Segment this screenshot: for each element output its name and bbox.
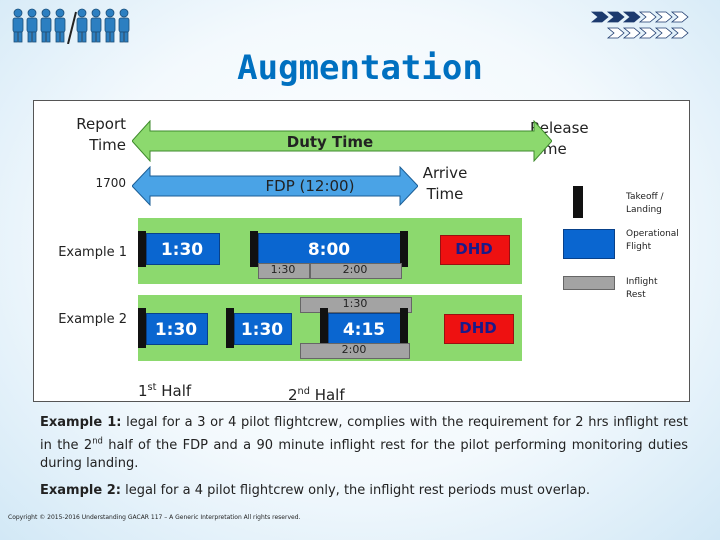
note-example1-text: legal for a 3 or 4 pilot flightcrew, com… bbox=[40, 415, 688, 472]
duty-time-label: Duty Time bbox=[286, 133, 374, 151]
copyright-text: Copyright © 2015-2016 Understanding GACA… bbox=[8, 514, 301, 521]
example2-seg-c bbox=[328, 313, 402, 345]
example1-rest-b bbox=[310, 263, 402, 279]
example1-seg-a bbox=[146, 233, 220, 265]
start-time-label: 1700 bbox=[95, 176, 126, 190]
example2-seg-c-label: 4:15 bbox=[342, 320, 386, 340]
example1-rest-a bbox=[258, 263, 310, 279]
second-half-text: 2nd Half bbox=[288, 386, 345, 404]
example2-label: Example 2 bbox=[58, 312, 127, 327]
legend-operational-label: Operational Flight bbox=[626, 229, 679, 252]
example1-rest-a-label: 1:30 bbox=[270, 263, 296, 276]
example1-dhd-label: DHD bbox=[455, 240, 493, 258]
example2-seg-a-label: 1:30 bbox=[154, 320, 198, 340]
note-example1: Example 1: legal for a 3 or 4 pilot flig… bbox=[40, 414, 688, 473]
example2-landing-marker bbox=[400, 308, 408, 348]
example1-dhd bbox=[440, 235, 510, 265]
first-half-label: 1st Half bbox=[138, 382, 191, 400]
example1-seg-b-label: 8:00 bbox=[307, 240, 351, 260]
example2-rest-over bbox=[300, 297, 412, 313]
example1-seg-a-label: 1:30 bbox=[160, 240, 204, 260]
chevron-progress-icon bbox=[588, 10, 706, 44]
legend-inflight-label: Inflight Rest bbox=[626, 277, 658, 300]
report-time-label: Report Time bbox=[76, 115, 126, 154]
note-example2: Example 2: legal for a 4 pilot flightcre… bbox=[40, 482, 688, 500]
example1-rest-b-label: 2:00 bbox=[342, 263, 368, 276]
fdp-arrow bbox=[132, 166, 418, 206]
example2-seg-a bbox=[146, 313, 208, 345]
note-example2-label: Example 2: bbox=[40, 483, 121, 498]
legend-inflight-swatch bbox=[563, 276, 615, 290]
example2-takeoff-marker bbox=[138, 308, 146, 348]
example1-marker-2 bbox=[250, 231, 258, 267]
example2-marker-3 bbox=[320, 308, 328, 348]
example2-seg-b bbox=[234, 313, 292, 345]
legend-takeoff-swatch bbox=[573, 186, 583, 218]
example2-rest-under-label: 2:00 bbox=[341, 343, 367, 356]
duty-time-arrow bbox=[132, 120, 552, 162]
example2-rest-over-label: 1:30 bbox=[342, 297, 368, 310]
first-half-text: 1st Half bbox=[138, 382, 192, 400]
note-example1-label: Example 1: bbox=[40, 415, 122, 430]
example1-landing-marker bbox=[400, 231, 408, 267]
legend-operational-swatch bbox=[563, 229, 615, 259]
page-title: Augmentation bbox=[237, 48, 483, 88]
legend-takeoff-label: Takeoff / Landing bbox=[626, 192, 664, 215]
second-half-label: 2nd Half bbox=[288, 386, 345, 404]
example1-takeoff-marker bbox=[138, 231, 146, 267]
crew-people-icon bbox=[12, 8, 130, 45]
crew-logo bbox=[10, 6, 134, 45]
example2-marker-2 bbox=[226, 308, 234, 348]
example2-dhd bbox=[444, 314, 514, 344]
note-example2-text: legal for a 4 pilot flightcrew only, the… bbox=[125, 483, 591, 498]
example2-dhd-label: DHD bbox=[459, 319, 497, 337]
fdp-label: FDP (12:00) bbox=[265, 177, 355, 195]
arrive-time-label: Arrive Time bbox=[422, 164, 468, 203]
example2-rest-under bbox=[300, 343, 410, 359]
example1-label: Example 1 bbox=[58, 245, 127, 260]
example2-seg-b-label: 1:30 bbox=[240, 320, 284, 340]
